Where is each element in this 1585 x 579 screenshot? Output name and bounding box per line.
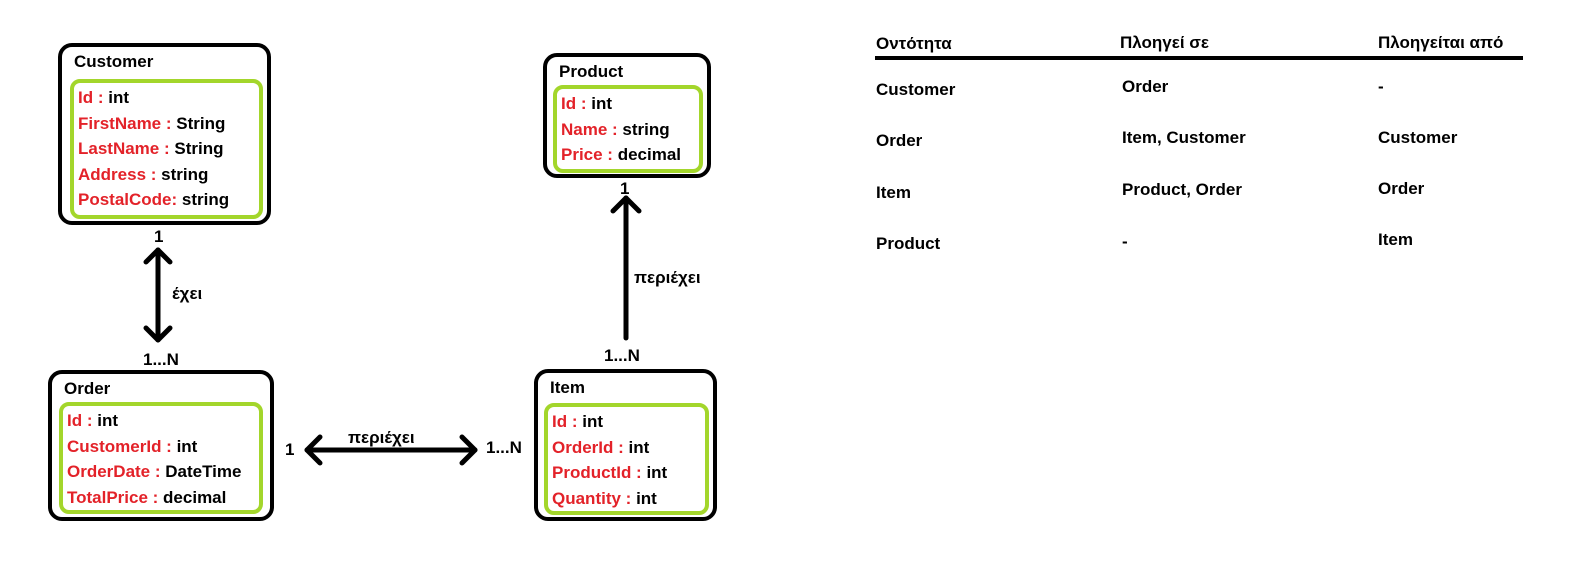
table-cell: Order — [1378, 179, 1425, 198]
table-cell: Customer — [876, 80, 956, 99]
table-cell: Item — [1378, 230, 1413, 249]
table-cell: Order — [1122, 77, 1169, 96]
entity-title: Order — [64, 379, 111, 398]
cardinality-label: 1...N — [604, 346, 640, 365]
field-row: TotalPrice : decimal — [67, 487, 227, 507]
field-row: PostalCode: string — [78, 190, 230, 209]
arrowhead-right — [459, 434, 478, 466]
field-row: OrderId : int — [552, 437, 650, 457]
entity-title: Customer — [74, 52, 154, 71]
field-row: Quantity : int — [552, 488, 657, 508]
arrowhead-down — [143, 325, 173, 343]
field-row: Price : decimal — [561, 145, 682, 164]
table-cell: Order — [876, 131, 923, 150]
table-header-rule — [875, 56, 1523, 60]
entity-product: Product Id : int Name : string Price : d… — [543, 53, 711, 178]
table-header: Οντότητα — [876, 34, 952, 53]
cardinality-label: 1...N — [486, 438, 522, 457]
field-list: Id : int Name : string Price : decimal — [553, 85, 703, 173]
table-header: Πλοηγεί σε — [1120, 33, 1209, 52]
field-list: Id : int FirstName : String LastName : S… — [70, 79, 263, 219]
entity-title: Item — [550, 378, 585, 397]
cardinality-label: 1 — [154, 227, 164, 246]
field-row: Id : int — [552, 412, 603, 431]
table-cell: - — [1122, 232, 1128, 251]
relationship-label: περιέχει — [634, 268, 701, 287]
field-row: Address : string — [78, 164, 209, 184]
arrowhead-up — [610, 195, 642, 214]
field-row: OrderDate : DateTime — [67, 462, 242, 481]
field-row: Id : int — [78, 88, 129, 107]
table-cell: Item — [876, 183, 911, 202]
table-cell: Product, Order — [1122, 180, 1242, 199]
cardinality-label: 1 — [620, 179, 630, 198]
entity-order: Order Id : int CustomerId : int OrderDat… — [48, 370, 274, 521]
entity-customer: Customer Id : int FirstName : String Las… — [58, 43, 271, 225]
field-list: Id : int OrderId : int ProductId : int Q… — [544, 403, 709, 515]
field-row: CustomerId : int — [67, 436, 198, 456]
field-row: LastName : String — [78, 139, 224, 158]
field-row: FirstName : String — [78, 113, 226, 133]
field-row: Id : int — [561, 94, 612, 113]
field-list: Id : int CustomerId : int OrderDate : Da… — [59, 402, 263, 514]
cardinality-label: 1 — [285, 440, 295, 459]
table-cell: Customer — [1378, 128, 1458, 147]
field-row: Id : int — [67, 411, 118, 430]
relationship-label: έχει — [172, 284, 203, 303]
table-cell: Item, Customer — [1122, 128, 1246, 147]
field-row: ProductId : int — [552, 463, 668, 482]
field-row: Name : string — [561, 119, 670, 139]
table-cell: Product — [876, 234, 941, 253]
entity-title: Product — [559, 62, 624, 81]
arrowhead-up — [143, 247, 173, 265]
entity-item: Item Id : int OrderId : int ProductId : … — [534, 369, 717, 521]
table-cell: - — [1378, 77, 1384, 96]
cardinality-label: 1...N — [143, 350, 179, 369]
table-header: Πλοηγείται από — [1378, 33, 1504, 52]
arrowhead-left — [304, 434, 323, 466]
relationship-label: περιέχει — [348, 428, 415, 447]
